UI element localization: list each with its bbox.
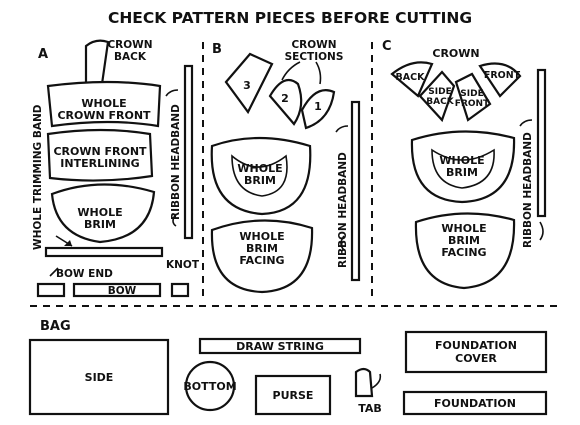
whole-trimming-band-piece [44,246,164,258]
crown-section-1-piece [300,89,336,130]
whole-brim-a-label-1: WHOLE [77,206,122,219]
draw-string-piece [198,337,362,355]
whole-brim-facing-b-label-3: FACING [239,254,284,267]
crown-section-3-piece [224,52,274,115]
c-side-front-label-1: SIDE [460,89,483,99]
foundation-cover-piece [404,330,548,374]
whole-brim-facing-b-label-1: WHOLE [239,230,284,243]
purse-piece [254,374,332,416]
trimming-band-arrow [64,240,72,246]
section-bag: BAG SIDE DRAW STRING FOUNDATION COVER BO… [28,319,548,416]
whole-brim-c-label-2: BRIM [446,166,478,179]
whole-brim-c-label-1: WHOLE [439,154,484,167]
ribbon-headband-c-label: RIBBON HEADBAND [522,132,534,248]
whole-brim-c-piece [410,130,516,204]
crown-front-interlining-label-2: INTERLINING [60,157,139,170]
headband-b-pointer-bottom [340,235,345,251]
headband-a-pointer-top [165,89,179,97]
whole-brim-facing-c-piece [414,212,516,290]
crown-front-interlining-piece [46,128,154,182]
section-c: CROWN BACK SIDE BACK SIDE FRONT FRONT WH… [390,47,547,290]
crown-sections-label-1: CROWN [291,39,336,51]
section-letter-a: A [38,47,48,62]
headband-c-pointer-top [519,119,533,127]
crown-section-2-piece [268,78,303,126]
bag-bottom-piece [184,360,236,412]
bag-side-piece [28,338,170,416]
knot-piece [170,282,190,298]
draw-string-label: DRAW STRING [236,340,324,353]
crown-sections-label-2: SECTIONS [285,51,344,63]
whole-brim-facing-c-label-1: WHOLE [441,222,486,235]
whole-brim-facing-b-piece [210,219,314,294]
whole-brim-c-inner [431,148,495,189]
crown-section-1-number: 1 [314,100,322,113]
foundation-label: FOUNDATION [434,397,516,410]
whole-brim-facing-b-label-2: BRIM [246,242,278,255]
crown-c-label: CROWN [432,47,479,60]
foundation-piece [402,390,548,416]
whole-trimming-band-label: WHOLE TRIMMING BAND [32,104,44,250]
ribbon-headband-b-label: RIBBON HEADBAND [337,152,349,268]
tab-label: TAB [358,402,382,415]
whole-brim-a-label-2: BRIM [84,218,116,231]
bow-end-piece [36,282,66,298]
bow-end-label: BOW END [56,268,113,280]
whole-brim-b-label-2: BRIM [244,174,276,187]
whole-brim-b-label-1: WHOLE [237,162,282,175]
whole-crown-front-piece [46,80,162,128]
c-side-front-piece [454,72,492,122]
crown-sections-pointer-1 [281,61,301,81]
ribbon-headband-c-piece [536,68,547,218]
c-side-back-label-2: BACK [426,97,454,107]
whole-crown-front-label-1: WHOLE [81,97,126,110]
crown-section-3-number: 3 [243,79,251,92]
whole-crown-front-label-2: CROWN FRONT [57,109,151,122]
ribbon-headband-a-label: RIBBON HEADBAND [170,104,182,220]
bow-label: BOW [108,285,137,297]
section-letter-c: C [382,39,392,54]
whole-brim-facing-c-label-2: BRIM [448,234,480,247]
bag-side-label: SIDE [85,371,114,384]
whole-brim-a-piece [50,183,156,244]
knot-label: KNOT [166,259,200,271]
headband-a-pointer-bottom [172,213,177,227]
crown-front-interlining-label-1: CROWN FRONT [53,145,147,158]
c-side-front-label-2: FRONT [455,99,490,109]
c-back-label: BACK [396,72,426,83]
headband-c-pointer-bottom [539,221,544,241]
bag-heading: BAG [40,319,71,334]
c-front-label: FRONT [484,70,521,81]
c-front-piece [478,62,522,98]
diagram-title: CHECK PATTERN PIECES BEFORE CUTTING [108,9,472,27]
purse-label: PURSE [273,389,314,402]
ribbon-headband-a-piece [183,64,194,240]
c-side-back-label-1: SIDE [428,87,451,97]
tab-pointer [371,373,382,389]
c-back-piece [390,61,434,98]
crown-back-label-1: CROWN [107,39,152,51]
c-side-back-piece [418,70,456,123]
crown-back-label-2: BACK [114,51,147,63]
tab-piece [354,367,374,398]
foundation-cover-label-2: COVER [455,352,497,365]
section-b: CROWN SECTIONS 3 2 1 WHOLE BRIM WHOLE BR… [210,39,361,294]
whole-brim-facing-c-label-3: FACING [441,246,486,259]
crown-back-piece [84,39,110,87]
ribbon-headband-b-piece [350,100,361,282]
section-letter-b: B [212,42,222,57]
bag-bottom-label: BOTTOM [183,380,236,393]
section-a: CROWN BACK WHOLE CROWN FRONT CROWN FRONT… [32,39,200,298]
bow-piece [72,282,162,298]
crown-section-2-number: 2 [281,92,289,105]
headband-b-pointer-top [335,125,349,133]
whole-brim-b-inner [231,154,288,197]
crown-sections-pointer-2 [315,61,322,85]
bow-end-pointer [49,267,59,277]
foundation-cover-label-1: FOUNDATION [435,339,517,352]
